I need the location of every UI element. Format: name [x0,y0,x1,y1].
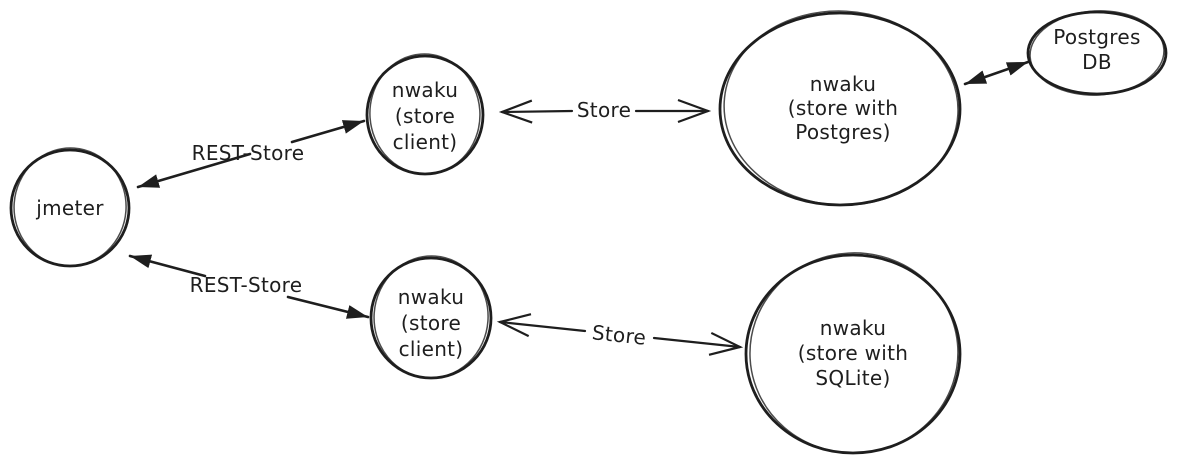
edge-store-top: Store [498,98,712,124]
node-nwaku-store-sqlite-label-1: nwaku [820,316,886,340]
edge-rest-store-bottom-line-left [128,254,207,278]
node-nwaku-store-client-top-label-3: client) [393,130,458,154]
node-nwaku-store-client-top-shape-sketch [369,53,481,175]
edge-label-store-top: Store [577,98,631,122]
node-postgres-db-shape [1026,10,1168,96]
node-nwaku-store-sqlite-label-2: (store with [798,341,908,365]
node-nwaku-store-postgres-label-3: Postgres) [795,120,891,144]
node-postgres-db-label-1: Postgres [1053,25,1140,49]
node-nwaku-store-client-bottom: nwaku (store client) [369,255,493,380]
edge-label-store-bottom: Store [591,320,648,350]
node-postgres-db-label-2: DB [1082,50,1112,74]
node-jmeter: jmeter [9,147,131,268]
node-nwaku-store-postgres-label-1: nwaku [810,72,876,96]
edge-store-bottom: Store [496,313,744,356]
edge-rest-store-top-line-right [290,119,366,144]
edge-store-top-line-left [498,99,574,124]
edge-label-rest-store-top: REST-Store [192,141,305,165]
node-jmeter-shape-sketch [13,147,127,267]
edge-rest-store-top: REST-Store [136,119,366,189]
edge-postgres-db-link [963,60,1030,86]
node-nwaku-store-client-bottom-shape-sketch [373,255,489,379]
edge-store-bottom-line-left [496,313,587,338]
node-jmeter-label: jmeter [35,196,104,220]
node-nwaku-store-postgres-shape-sketch [723,10,959,206]
edge-rest-store-bottom-line-right [286,295,370,319]
edge-rest-store-top-line-left [136,152,252,189]
node-nwaku-store-postgres: nwaku (store with Postgres) [718,10,962,207]
node-nwaku-store-client-bottom-label-3: client) [399,337,464,361]
node-nwaku-store-client-top-label-1: nwaku [392,78,458,102]
node-nwaku-store-sqlite-shape-sketch [749,252,959,454]
node-nwaku-store-client-bottom-label-1: nwaku [398,285,464,309]
edge-postgres-db-link-line [963,60,1030,86]
edge-store-bottom-line-right [652,331,744,356]
node-nwaku-store-sqlite-label-3: SQLite) [815,366,890,390]
node-nwaku-store-client-top-label-2: (store [395,104,455,128]
node-postgres-db: Postgres DB [1026,10,1168,96]
node-nwaku-store-client-bottom-label-2: (store [401,311,461,335]
node-nwaku-store-client-top: nwaku (store client) [365,53,485,176]
node-postgres-db-shape-sketch [1029,10,1165,96]
node-nwaku-store-sqlite: nwaku (store with SQLite) [744,252,962,455]
edge-label-rest-store-bottom: REST-Store [190,273,303,297]
node-nwaku-store-postgres-label-2: (store with [788,96,898,120]
edge-rest-store-bottom: REST-Store [128,254,370,319]
